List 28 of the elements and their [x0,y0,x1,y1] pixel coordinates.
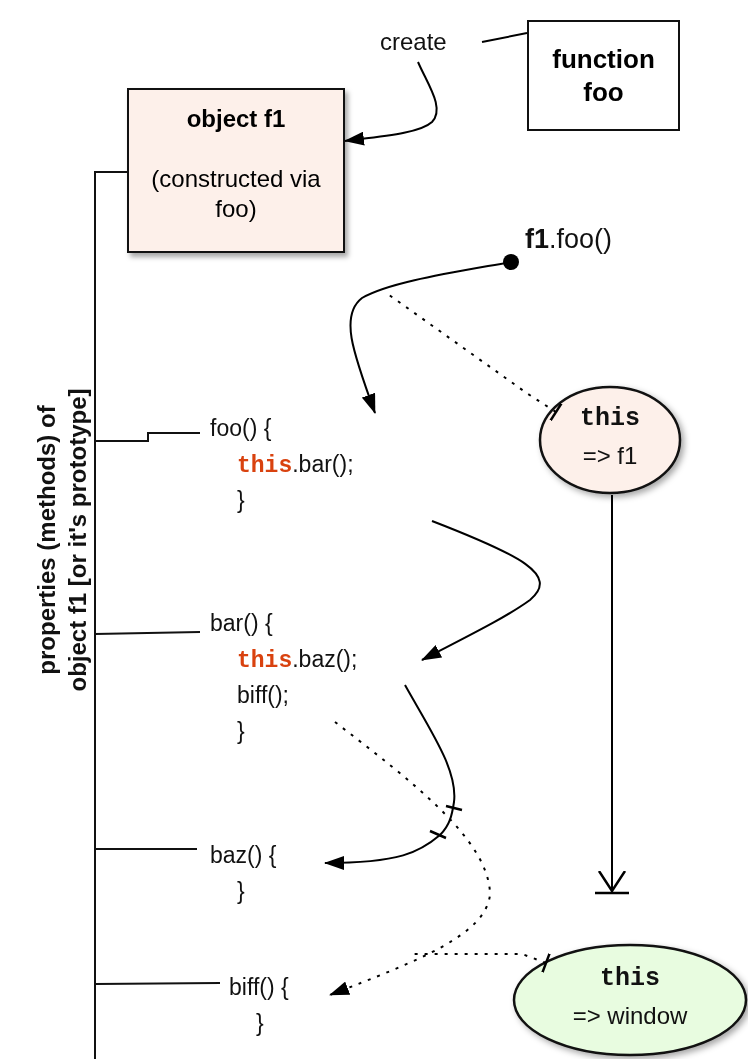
code-line: bar() { [210,610,273,637]
code-line: this.baz(); [237,646,358,674]
code-line: biff(); [237,682,289,709]
arrow [324,684,456,870]
arrow [329,721,491,996]
code-line: } [237,878,245,905]
arrow [344,61,438,146]
code-line: this.bar(); [237,451,354,479]
code-line: foo() { [210,415,272,442]
box-title: function foo [551,43,656,108]
call-label: f1.foo() [525,224,613,255]
keyword-label: this [599,964,661,993]
connector-line [481,32,528,43]
code-line: } [237,487,245,514]
box-note: (constructed via foo) [150,164,322,224]
value-label: => window [571,1002,689,1030]
code-line: biff() { [229,974,289,1001]
box-title: object f1 [185,104,287,134]
text-label: create [380,28,447,56]
object-box [527,20,680,131]
vertical-label: properties (methods) of object f1 [or it's prototype] [32,387,92,694]
code-line: } [256,1010,264,1037]
object-box [127,88,345,253]
value-label: => f1 [581,442,639,470]
code-line: baz() { [210,842,277,869]
code-line: } [237,718,245,745]
keyword-label: this [579,404,641,433]
arrow [421,520,541,661]
